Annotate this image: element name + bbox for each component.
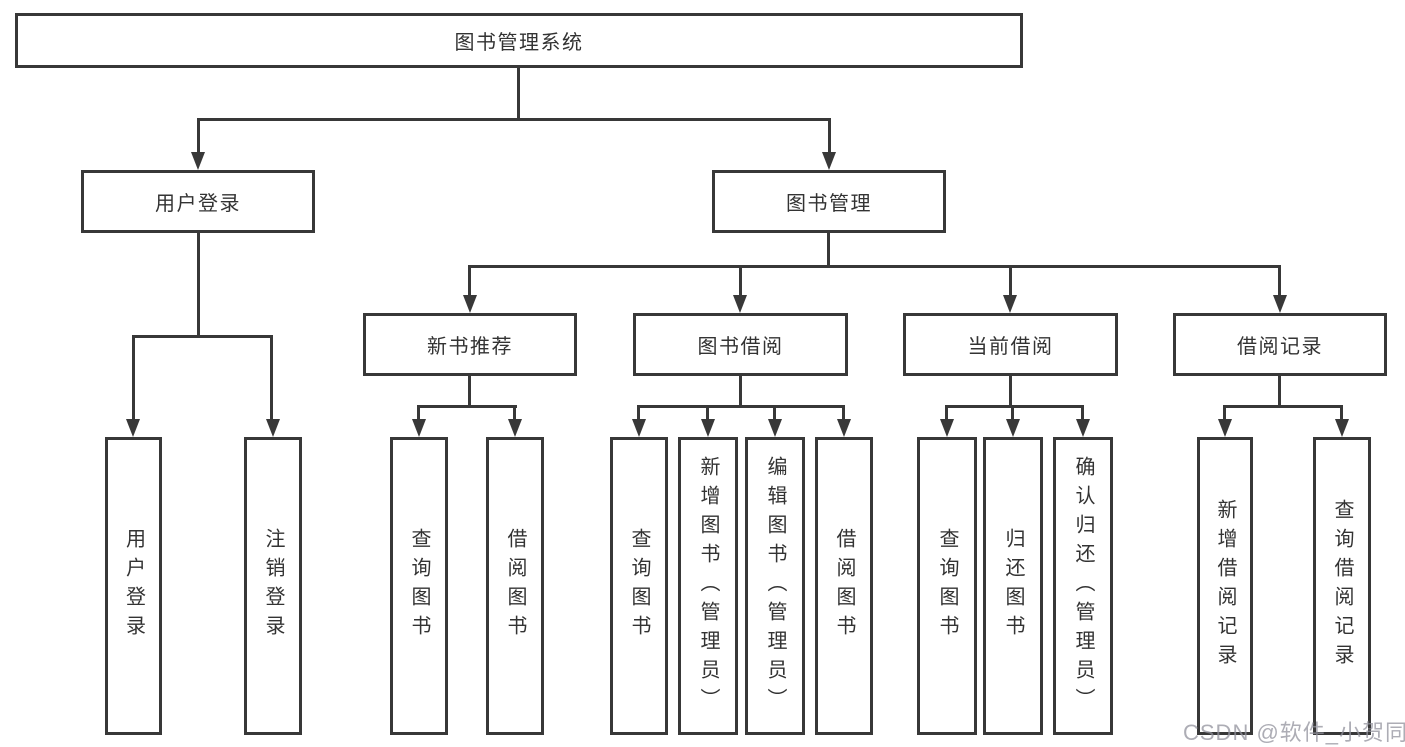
leaf-borrow-borrow-books: 借阅图书 — [815, 437, 873, 735]
connector-line — [132, 335, 135, 421]
node-label: 图书管理系统 — [454, 32, 584, 54]
connector-line — [842, 405, 845, 421]
arrowhead-down — [1335, 419, 1349, 437]
connector-line — [1278, 265, 1281, 297]
connector-line — [517, 68, 520, 121]
connector-line — [1081, 405, 1084, 421]
connector-line — [417, 405, 420, 421]
connector-line — [1278, 376, 1281, 408]
node-new-book-recommendation: 新书推荐 — [363, 313, 577, 376]
arrowhead-down — [701, 419, 715, 437]
arrowhead-down — [191, 152, 205, 170]
arrowhead-down — [463, 295, 477, 313]
leaf-label: 新增借阅记录 — [1214, 499, 1236, 673]
connector-line — [132, 335, 273, 338]
connector-line — [828, 118, 831, 156]
leaf-label: 借阅图书 — [504, 528, 526, 644]
connector-line — [773, 405, 776, 421]
watermark-csdn: CSDN @软件_小贺同学 — [1183, 720, 1405, 745]
connector-line — [417, 405, 517, 408]
leaf-logout: 注销登录 — [244, 437, 302, 735]
node-label: 新书推荐 — [427, 336, 513, 358]
leaf-newbook-query-books: 查询图书 — [390, 437, 448, 735]
leaf-label: 查询图书 — [628, 528, 650, 644]
leaf-current-query-books: 查询图书 — [917, 437, 977, 735]
node-book-borrowing: 图书借阅 — [633, 313, 848, 376]
leaf-records-query-record: 查询借阅记录 — [1313, 437, 1371, 735]
arrowhead-down — [632, 419, 646, 437]
connector-line — [1011, 405, 1014, 421]
leaf-label: 用户登录 — [122, 528, 145, 644]
leaf-newbook-borrow-books: 借阅图书 — [486, 437, 544, 735]
connector-line — [1340, 405, 1343, 421]
connector-line — [1009, 376, 1012, 408]
connector-line — [637, 405, 640, 421]
arrowhead-down — [1006, 419, 1020, 437]
leaf-label: 注销登录 — [262, 528, 284, 644]
connector-line — [468, 265, 471, 297]
node-label: 图书借阅 — [697, 336, 784, 358]
leaf-label: 新增图书（管理员） — [697, 455, 719, 717]
node-label: 用户登录 — [155, 193, 241, 215]
connector-line — [468, 265, 1281, 268]
connector-line — [637, 405, 845, 408]
arrowhead-down — [508, 419, 522, 437]
arrowhead-down — [126, 419, 140, 437]
arrowhead-down — [1076, 419, 1090, 437]
arrowhead-down — [822, 152, 836, 170]
leaf-label: 查询图书 — [936, 528, 958, 644]
node-book-management: 图书管理 — [712, 170, 946, 233]
leaf-user-login: 用户登录 — [105, 437, 162, 735]
connector-line — [739, 376, 742, 408]
node-current-borrowing: 当前借阅 — [903, 313, 1118, 376]
arrowhead-down — [266, 419, 280, 437]
node-label: 当前借阅 — [967, 336, 1054, 358]
leaf-label: 查询图书 — [408, 528, 430, 644]
connector-line — [945, 405, 948, 421]
connector-line — [270, 335, 273, 421]
connector-line — [1223, 405, 1343, 408]
arrowhead-down — [1273, 295, 1287, 313]
connector-line — [513, 405, 516, 421]
connector-line — [197, 118, 831, 121]
connector-line — [945, 405, 1084, 408]
leaf-label: 借阅图书 — [833, 528, 855, 644]
leaf-current-confirm-return-admin: 确认归还（管理员） — [1053, 437, 1113, 735]
leaf-label: 编辑图书（管理员） — [764, 455, 786, 717]
node-library-management-system: 图书管理系统 — [15, 13, 1023, 68]
leaf-borrow-query-books: 查询图书 — [610, 437, 668, 735]
arrowhead-down — [940, 419, 954, 437]
leaf-label: 归还图书 — [1002, 528, 1024, 644]
arrowhead-down — [412, 419, 426, 437]
connector-line — [706, 405, 709, 421]
node-label: 图书管理 — [786, 193, 872, 215]
node-borrowing-records: 借阅记录 — [1173, 313, 1387, 376]
arrowhead-down — [837, 419, 851, 437]
connector-line — [827, 233, 830, 268]
leaf-label: 查询借阅记录 — [1331, 499, 1353, 673]
arrowhead-down — [1003, 295, 1017, 313]
connector-line — [739, 265, 742, 297]
connector-line — [1223, 405, 1226, 421]
node-user-login: 用户登录 — [81, 170, 315, 233]
connector-line — [197, 233, 200, 338]
leaf-borrow-add-book-admin: 新增图书（管理员） — [678, 437, 738, 735]
arrowhead-down — [733, 295, 747, 313]
leaf-current-return-books: 归还图书 — [983, 437, 1043, 735]
leaf-label: 确认归还（管理员） — [1072, 455, 1094, 717]
leaf-borrow-edit-book-admin: 编辑图书（管理员） — [745, 437, 805, 735]
connector-line — [468, 376, 471, 408]
arrowhead-down — [1218, 419, 1232, 437]
connector-line — [1009, 265, 1012, 297]
connector-line — [197, 118, 200, 156]
node-label: 借阅记录 — [1237, 336, 1323, 358]
leaf-records-add-record: 新增借阅记录 — [1197, 437, 1253, 735]
arrowhead-down — [768, 419, 782, 437]
